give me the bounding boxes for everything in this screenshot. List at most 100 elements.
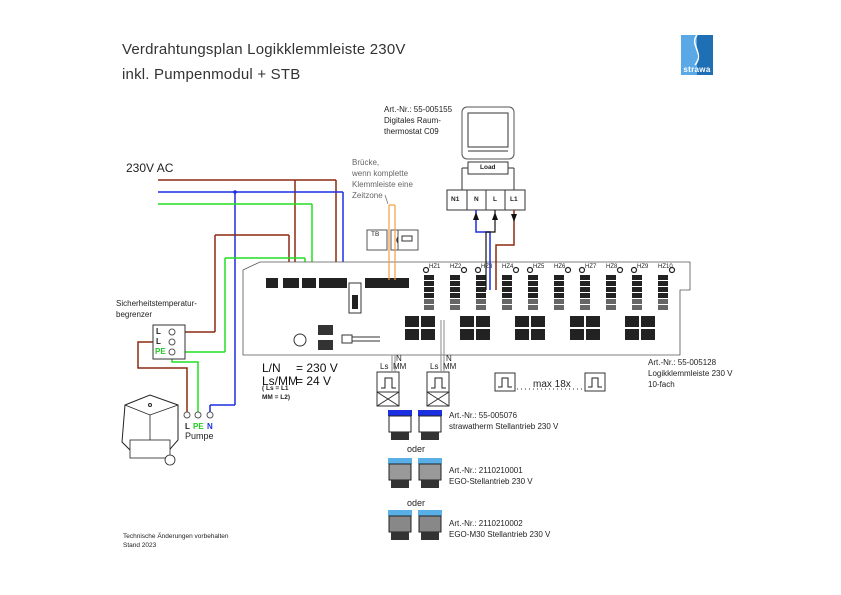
title-line-2: inkl. Pumpenmodul + STB bbox=[122, 66, 301, 83]
actuator-terminal-block bbox=[531, 329, 545, 340]
bridge-note-line: Brücke, bbox=[352, 158, 380, 167]
zone-terminal bbox=[450, 299, 460, 304]
strawa-logo: strawa bbox=[681, 35, 713, 75]
zone-terminal bbox=[424, 305, 434, 310]
zone-label: HZ6 bbox=[554, 264, 566, 270]
zone-indicator-icon bbox=[474, 266, 482, 274]
zone-terminal bbox=[580, 281, 590, 286]
zone-terminal bbox=[502, 281, 512, 286]
logo-light-panel bbox=[681, 35, 697, 75]
supply-label: 230V AC bbox=[126, 161, 174, 175]
zone-indicator-icon bbox=[578, 266, 586, 274]
zone-label: HZ9 bbox=[637, 264, 649, 270]
bridge-note-line: wenn komplette bbox=[352, 169, 409, 178]
zone-terminal bbox=[580, 287, 590, 292]
actuator-terminal-block bbox=[460, 316, 474, 327]
zone-terminal bbox=[632, 281, 642, 286]
thermostat-terminal-n1: N1 bbox=[451, 196, 460, 203]
voltage-lsmm-value: = 24 V bbox=[296, 374, 332, 388]
max-label: max 18x bbox=[533, 379, 571, 390]
zone-terminal bbox=[450, 293, 460, 298]
zone-terminal bbox=[580, 275, 590, 280]
bridge-note: Brücke, wenn komplette Klemmleiste eine … bbox=[352, 157, 413, 201]
voltage-ln-value: = 230 V bbox=[296, 361, 338, 375]
actuator-terminal-block bbox=[421, 316, 435, 327]
actuator-article: Art.-Nr.: 2110210002 bbox=[449, 519, 523, 528]
zone-indicator-icon bbox=[422, 266, 430, 274]
thermostat-terminal-n: N bbox=[474, 196, 479, 203]
bridge-note-line: Zeitzone bbox=[352, 191, 383, 200]
zone-terminal bbox=[502, 287, 512, 292]
thermostat-article: Art.-Nr.: 55-005155 bbox=[384, 105, 453, 114]
actuator-terminal-block bbox=[515, 329, 529, 340]
actuator-article: Art.-Nr.: 55-005076 bbox=[449, 411, 518, 420]
footer-date: Stand 2023 bbox=[123, 542, 157, 549]
zone-label: HZ3 bbox=[481, 264, 493, 270]
or-label-2: oder bbox=[407, 498, 426, 508]
zone-terminal bbox=[528, 287, 538, 292]
load-label: Load bbox=[480, 164, 496, 171]
zone-indicator-icon bbox=[526, 266, 534, 274]
actuator-device-icon bbox=[418, 510, 442, 540]
thermostat-device bbox=[446, 106, 526, 290]
zone-terminal bbox=[424, 275, 434, 280]
pump-label: Pumpe bbox=[185, 431, 214, 441]
pump-terminal-l: L bbox=[185, 422, 190, 431]
zone-terminal bbox=[606, 275, 616, 280]
zone-terminal bbox=[450, 287, 460, 292]
footer-disclaimer: Technische Änderungen vorbehalten bbox=[123, 533, 229, 540]
zone-terminal bbox=[528, 293, 538, 298]
voltage-note-2: MM = L2) bbox=[262, 394, 290, 401]
stb-label-2: begrenzer bbox=[116, 310, 153, 319]
actuator-product-2: Art.-Nr.: 2110210001 EGO-Stellantrieb 23… bbox=[449, 465, 533, 487]
logo-wave-icon bbox=[693, 35, 700, 66]
zone-indicator-icon bbox=[668, 266, 676, 274]
zone-terminal bbox=[554, 293, 564, 298]
pump-terminal-pe: PE bbox=[193, 422, 204, 431]
actuator-terminal-block bbox=[405, 329, 419, 340]
actuator-article: Art.-Nr.: 2110210001 bbox=[449, 466, 523, 475]
actuator-terminal-block bbox=[625, 329, 639, 340]
actuator-terminal-block bbox=[586, 329, 600, 340]
logo-text: strawa bbox=[683, 65, 711, 74]
zone-terminal bbox=[658, 305, 668, 310]
thermostat-terminal-l1: L1 bbox=[510, 196, 518, 203]
zone-terminal bbox=[476, 281, 486, 286]
zone-terminal bbox=[502, 293, 512, 298]
zone-label: HZ10 bbox=[658, 264, 673, 270]
pump-icon bbox=[121, 394, 214, 466]
zone-terminal bbox=[658, 287, 668, 292]
actuator-terminal-block bbox=[476, 329, 490, 340]
stb-terminal-l2: L bbox=[156, 337, 161, 346]
zone-terminal bbox=[606, 305, 616, 310]
zone-terminal bbox=[502, 275, 512, 280]
zone-terminal bbox=[554, 299, 564, 304]
board-variant: 10-fach bbox=[648, 380, 675, 389]
stb-terminal-l1: L bbox=[156, 327, 161, 336]
zone-terminal bbox=[450, 275, 460, 280]
zone-terminal bbox=[450, 305, 460, 310]
zone-terminal bbox=[632, 287, 642, 292]
zone-terminal bbox=[632, 305, 642, 310]
zone-terminal bbox=[658, 299, 668, 304]
actuator-device-icon bbox=[418, 410, 442, 440]
title-line-1: Verdrahtungsplan Logikklemmleiste 230V bbox=[122, 41, 406, 58]
zone-label: HZ1 bbox=[429, 264, 441, 270]
zone-terminal bbox=[502, 299, 512, 304]
actuator-name: EGO-Stellantrieb 230 V bbox=[449, 477, 533, 486]
actuator-terminal-block bbox=[570, 329, 584, 340]
actuator-name: EGO-M30 Stellantrieb 230 V bbox=[449, 530, 551, 539]
zone-terminal bbox=[554, 275, 564, 280]
actuator1-terminal-n: N bbox=[396, 354, 402, 363]
zone-terminal bbox=[424, 287, 434, 292]
pump-terminal-n: N bbox=[207, 422, 213, 431]
actuator-terminal-block bbox=[641, 316, 655, 327]
board-name: Logikklemmleiste 230 V bbox=[648, 369, 733, 378]
zone-terminal bbox=[450, 281, 460, 286]
zone-terminal bbox=[606, 281, 616, 286]
voltage-ln-label: L/N bbox=[262, 361, 281, 375]
actuator-terminal-block bbox=[515, 316, 529, 327]
zone-indicator-icon bbox=[616, 266, 624, 274]
zone-label: HZ5 bbox=[533, 264, 545, 270]
